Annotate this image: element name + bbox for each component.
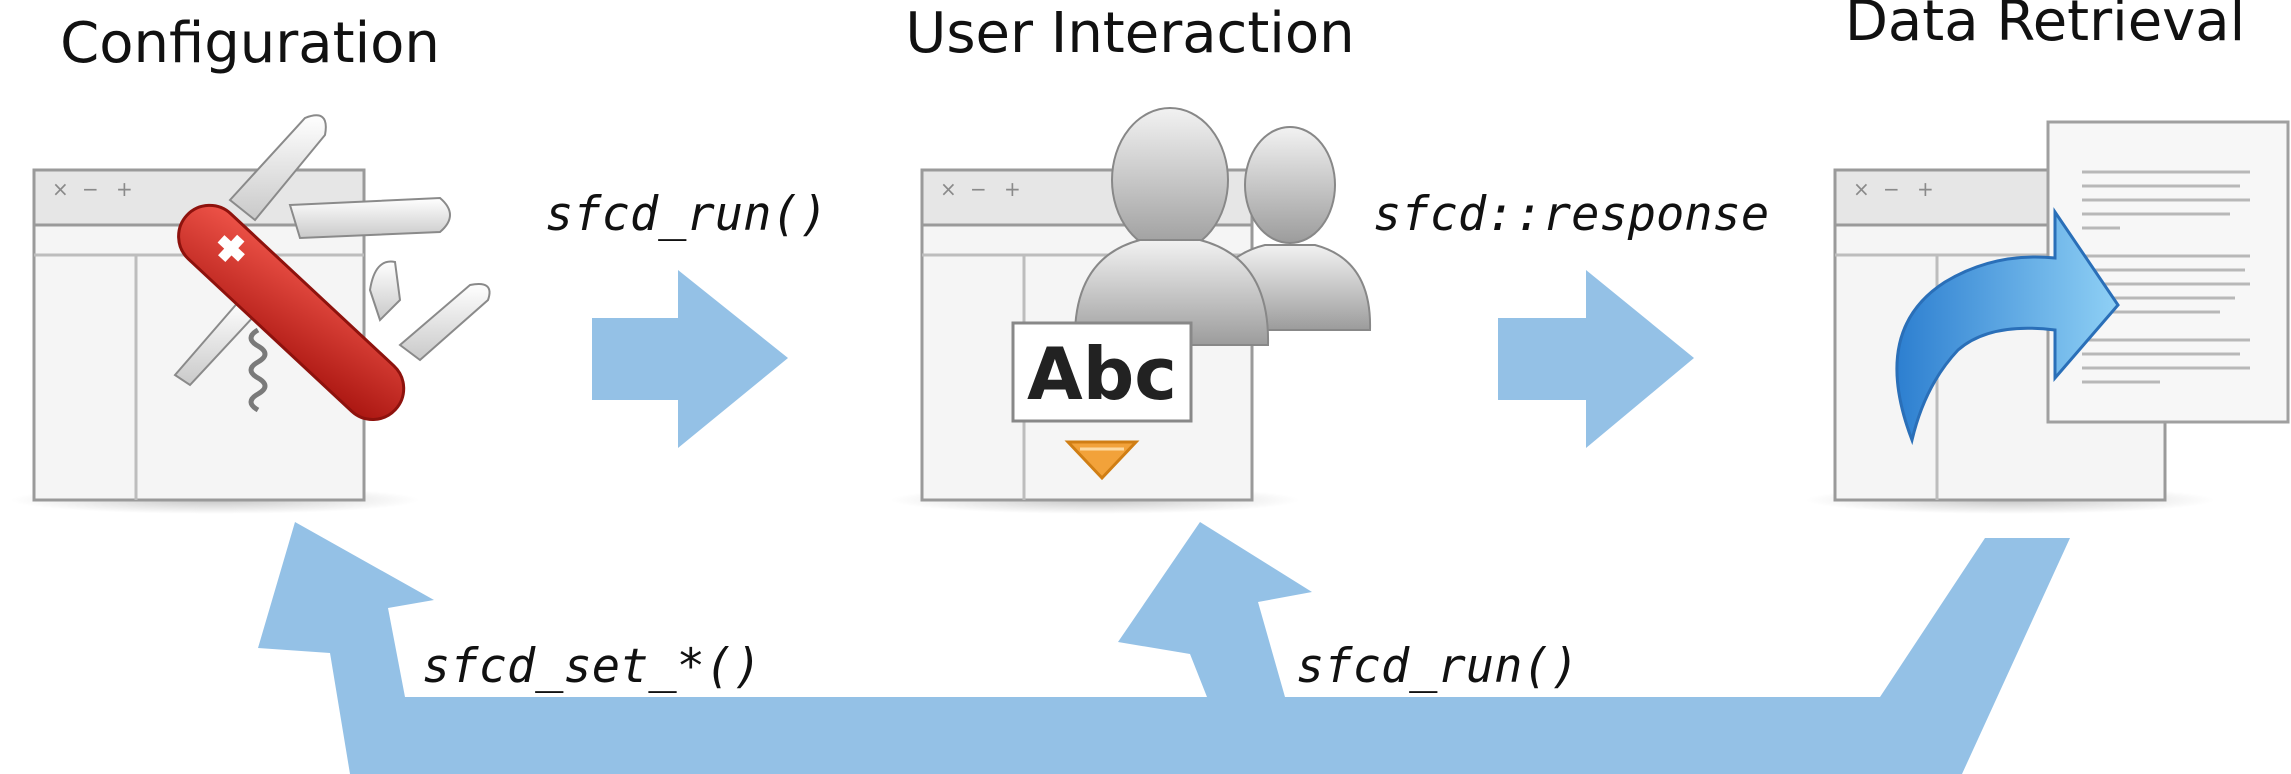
maximize-icon: + [116,177,133,201]
arrow-config-to-interaction [592,270,788,448]
stage-title-data-retrieval: Data Retrieval [1845,0,2245,54]
share-arrow-icon [1895,207,2120,446]
label-back-to-configuration: sfcd_set_*() [422,639,762,694]
widget-text: Abc [1027,332,1177,416]
document-share-icon [1895,120,2290,446]
stage-title-user-interaction: User Interaction [905,1,1354,66]
close-icon: × [1853,177,1870,201]
document-text-lines [2082,170,2250,384]
maximize-icon: + [1917,177,1934,201]
dropdown-arrow-icon [1064,440,1140,481]
minimize-icon: − [82,177,99,201]
users-icon [1073,107,1372,346]
label-interaction-to-retrieval: sfcd::response [1373,187,1769,242]
label-back-to-interaction: sfcd_run() [1296,639,1579,694]
close-icon: × [52,177,69,201]
feedback-loop-arrow [258,522,2070,774]
maximize-icon: + [1004,177,1021,201]
dropdown-widget: Abc [1011,321,1193,481]
minimize-icon: − [1883,177,1900,201]
close-icon: × [940,177,957,201]
minimize-icon: − [970,177,987,201]
stage-title-configuration: Configuration [60,11,440,76]
arrow-interaction-to-retrieval [1498,270,1694,448]
swiss-army-knife-icon [173,114,491,421]
label-config-to-interaction: sfcd_run() [545,187,828,242]
